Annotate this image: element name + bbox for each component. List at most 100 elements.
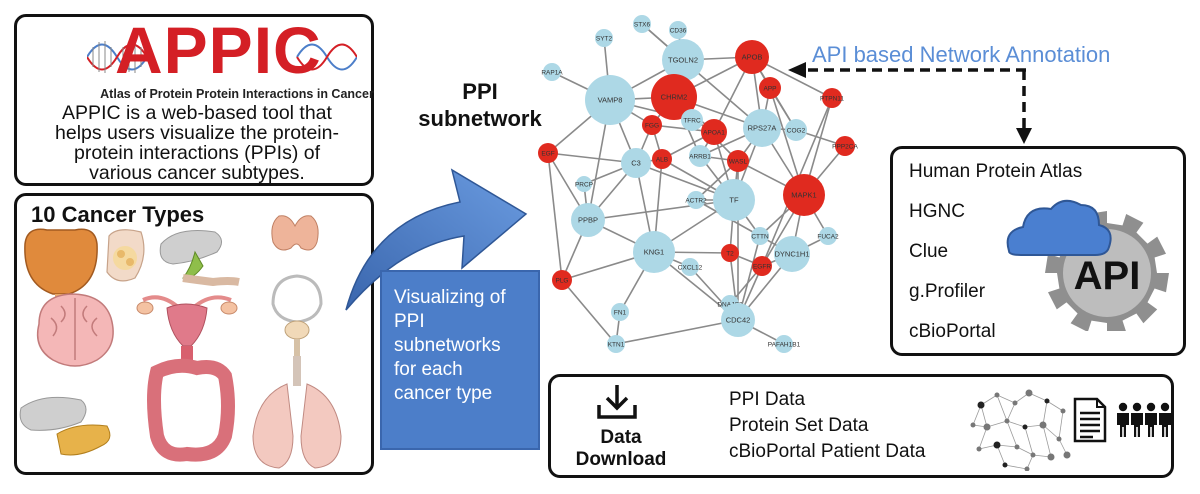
network-node-label: FUCA2: [817, 234, 839, 241]
network-node-chrm2[interactable]: CHRM2: [651, 74, 697, 120]
download-item-ppi-data[interactable]: PPI Data: [729, 389, 806, 410]
network-node-egfr[interactable]: EGFR: [752, 256, 772, 276]
logo-subtitle: Atlas of Protein Protein Interactions in…: [100, 87, 374, 101]
network-node-fgg[interactable]: FGG: [642, 115, 662, 135]
liver-illustration-top: [159, 230, 240, 287]
network-node-rap1a[interactable]: RAP1A: [541, 63, 563, 81]
network-node-actr2[interactable]: ACTR2: [685, 191, 707, 209]
uterus-illustration: [136, 295, 238, 360]
data-download-label: Data Download: [571, 427, 671, 471]
api-gear-cloud-graphic: API: [1006, 199, 1169, 331]
network-node-circle: [751, 227, 769, 245]
api-badge-text: API: [1074, 254, 1141, 298]
network-node-tfrc[interactable]: TFRC: [681, 109, 703, 131]
liver-illustration-bottom: [19, 396, 111, 456]
network-node-circle: [835, 136, 855, 156]
network-node-circle: [775, 335, 793, 353]
network-node-label: PRCP: [575, 182, 593, 189]
network-node-wasl[interactable]: WASL: [727, 150, 749, 172]
network-node-ptpn11[interactable]: PTPN11: [820, 88, 844, 108]
network-node-circle: [595, 29, 613, 47]
network-node-ppp2ca[interactable]: PPP2CA: [832, 136, 858, 156]
ppi-label-line: subnetwork: [418, 106, 542, 131]
network-node-cd36[interactable]: CD36: [669, 21, 687, 39]
data-download-panel: Data Download PPI Data Protein Set Data …: [548, 374, 1174, 478]
network-node-tf[interactable]: TF: [713, 179, 755, 221]
network-node-kng1[interactable]: KNG1: [633, 231, 675, 273]
network-node-prcp[interactable]: PRCP: [575, 176, 593, 192]
network-node-circle: [727, 150, 749, 172]
network-node-c3[interactable]: C3: [621, 148, 651, 178]
organ-illustrations: [19, 215, 342, 469]
visualizing-line: cancer type: [394, 383, 493, 404]
network-node-tgoln2[interactable]: TGOLN2: [662, 39, 704, 81]
arrowhead-left-icon: [788, 62, 806, 78]
ppi-label-line: PPI: [462, 79, 498, 104]
network-node-label: CD36: [670, 28, 687, 35]
visualizing-line: Visualizing of: [394, 287, 506, 308]
network-node-circle: [774, 236, 810, 272]
dna-wave-graphic: [87, 41, 357, 73]
api-item-gprofiler: g.Profiler: [909, 281, 986, 302]
network-node-syt2[interactable]: SYT2: [595, 29, 613, 47]
network-node-egf[interactable]: EGF: [538, 143, 558, 163]
network-node-pafah1b1[interactable]: PAFAH1B1: [768, 335, 801, 353]
network-node-apob[interactable]: APOB: [735, 40, 769, 74]
network-node-cdc42[interactable]: CDC42: [721, 303, 755, 337]
network-node-stx6[interactable]: STX6: [633, 15, 651, 33]
network-node-ktn1[interactable]: KTN1: [607, 335, 625, 353]
network-node-circle: [662, 39, 704, 81]
network-node-t2[interactable]: T2: [721, 244, 739, 262]
network-node-fuca2[interactable]: FUCA2: [817, 227, 839, 245]
intro-line: APPIC is a web-based tool that: [62, 102, 332, 124]
api-item-human-protein-atlas: Human Protein Atlas: [909, 161, 1083, 182]
network-node-label: TF: [729, 196, 739, 205]
lung-illustration: [252, 356, 342, 469]
cancer-types-title: 10 Cancer Types: [31, 202, 205, 227]
network-node-arrb1[interactable]: ARRB1: [689, 145, 711, 167]
network-node-fn1[interactable]: FN1: [611, 303, 629, 321]
network-node-app[interactable]: APP: [759, 77, 781, 99]
network-node-vamp8[interactable]: VAMP8: [585, 75, 635, 125]
download-item-cbioportal-patient-data[interactable]: cBioPortal Patient Data: [729, 441, 926, 462]
network-node-label: PTPN11: [820, 96, 844, 103]
network-node-apoa1[interactable]: APOA1: [701, 119, 727, 145]
visualizing-box: Visualizing of PPI subnetworks for each …: [380, 270, 540, 450]
network-node-label: CXCL12: [678, 265, 703, 272]
network-node-alb[interactable]: ALB: [652, 149, 672, 169]
ppi-subnetwork-label: PPI subnetwork: [400, 78, 560, 132]
network-node-circle: [735, 40, 769, 74]
intro-line: various cancer subtypes.: [89, 162, 305, 184]
network-node-label: PAFAH1B1: [768, 342, 801, 349]
network-node-label: FN1: [614, 310, 627, 317]
patients-icon: [1117, 402, 1171, 437]
network-node-cog2[interactable]: COG2: [785, 119, 807, 141]
mini-network-icon: [970, 389, 1071, 471]
network-node-circle: [681, 109, 703, 131]
network-node-ppbp[interactable]: PPBP: [571, 203, 605, 237]
network-node-circle: [585, 75, 635, 125]
network-node-circle: [633, 231, 675, 273]
network-node-cxcl12[interactable]: CXCL12: [678, 258, 703, 276]
network-node-circle: [822, 88, 842, 108]
network-node-dync1h1[interactable]: DYNC1H1: [774, 236, 810, 272]
network-node-plg[interactable]: PLG: [552, 270, 572, 290]
network-node-label: KNG1: [644, 248, 664, 257]
network-edge: [615, 319, 739, 345]
download-item-protein-set-data[interactable]: Protein Set Data: [729, 415, 869, 436]
network-node-label: TFRC: [683, 118, 701, 125]
network-node-rps27a[interactable]: RPS27A: [743, 109, 781, 147]
download-icon[interactable]: [595, 383, 639, 423]
network-node-circle: [621, 148, 651, 178]
network-node-mapk1[interactable]: MAPK1: [783, 174, 825, 216]
network-node-circle: [819, 227, 837, 245]
network-node-cttn[interactable]: CTTN: [751, 227, 769, 245]
visualizing-line: subnetworks: [394, 335, 501, 356]
network-node-circle: [633, 15, 651, 33]
network-node-circle: [743, 109, 781, 147]
network-node-circle: [687, 191, 705, 209]
network-node-circle: [701, 119, 727, 145]
network-node-circle: [652, 149, 672, 169]
thyroid-illustration: [271, 215, 319, 251]
network-node-label: APOB: [742, 53, 763, 62]
